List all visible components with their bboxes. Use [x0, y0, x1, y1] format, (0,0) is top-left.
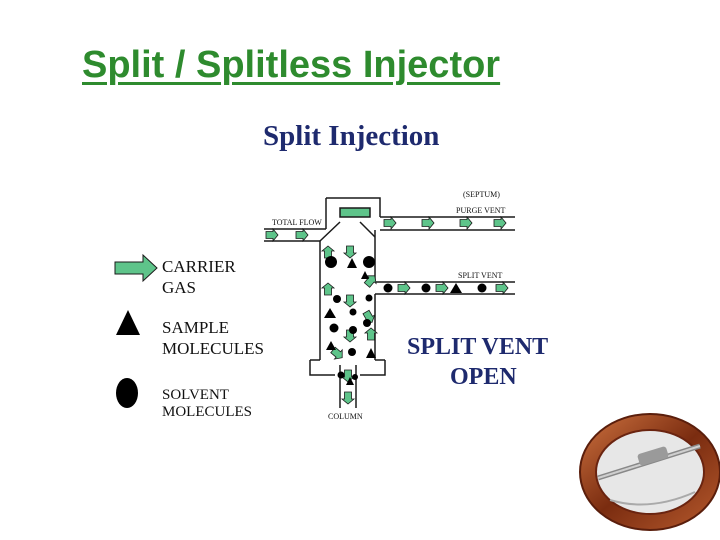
molecules	[324, 256, 487, 385]
septum	[339, 207, 371, 218]
split-vent-label: SPLIT VENT	[458, 271, 502, 280]
solvent-molecule-circle-icon	[116, 378, 138, 408]
split-vent-open-line1: SPLIT VENT	[407, 334, 548, 360]
legend-solvent-label: SOLVENT	[162, 387, 229, 403]
legend-carrier-label: CARRIER	[162, 257, 236, 276]
slide-title: Split / Splitless Injector	[82, 44, 501, 86]
carrier-gas-arrow-icon	[114, 253, 158, 283]
legend-carrier-label-2: GAS	[162, 278, 196, 297]
diagram-title: Split Injection	[263, 120, 440, 152]
legend: CARRIER GAS SAMPLE MOLECULES SOLVENT MOL…	[114, 253, 264, 420]
septum-label: (SEPTUM)	[463, 190, 500, 199]
capillary-column-image	[579, 413, 720, 531]
purge-vent-label: PURGE VENT	[456, 206, 506, 215]
sample-molecule-triangle-icon	[116, 310, 140, 335]
injector-body	[264, 197, 515, 408]
column-label: COLUMN	[328, 412, 363, 421]
split-vent-open-line2: OPEN	[450, 364, 517, 390]
legend-sample-label-2: MOLECULES	[162, 339, 264, 358]
total-flow-label: TOTAL FLOW	[272, 218, 322, 227]
legend-solvent-label-2: MOLECULES	[162, 404, 252, 420]
legend-sample-label: SAMPLE	[162, 318, 229, 337]
